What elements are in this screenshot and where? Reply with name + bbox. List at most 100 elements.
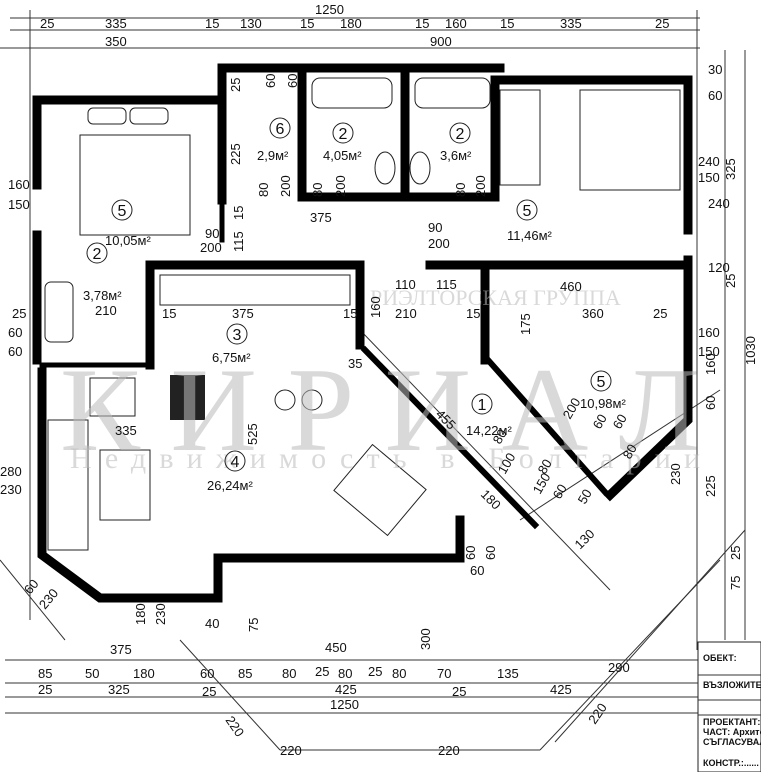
dimension-right: 120 — [708, 260, 730, 275]
dimension-interior: 80 — [256, 183, 271, 197]
dimension-interior: 335 — [115, 423, 137, 438]
dimension-interior: 375 — [310, 210, 332, 225]
dimension-bottom: 25 — [368, 664, 382, 679]
dimension-interior: 225 — [228, 143, 243, 165]
dimension-interior: 210 — [395, 306, 417, 321]
dimension-bottom: 25 — [452, 684, 466, 699]
dimension-left: 280 — [0, 464, 22, 479]
dimension-interior: 80 — [310, 183, 325, 197]
dimension-top: 335 — [560, 16, 582, 31]
dimension-top: 15 — [205, 16, 219, 31]
room-area: 10,98м² — [580, 396, 626, 411]
dimension-left: 60 — [8, 344, 22, 359]
dimension-bottom: 220 — [223, 713, 248, 739]
room-area: 6,75м² — [212, 350, 251, 365]
dimension-right: 240 — [708, 196, 730, 211]
dimension-interior: 25 — [653, 306, 667, 321]
dimension-bottom: 40 — [205, 616, 219, 631]
dimension-interior: 15 — [231, 206, 246, 220]
room-number: 3 — [233, 327, 242, 344]
dimension-interior: 60 — [285, 74, 300, 88]
assignor-label: ВЪЗЛОЖИТЕ — [703, 680, 761, 690]
dimension-bottom: 25 — [315, 664, 329, 679]
dimension-interior: 60 — [550, 481, 570, 501]
dimension-interior: 160 — [368, 296, 383, 318]
dimension-interior: 115 — [231, 231, 246, 252]
dimension-bottom: 180 — [133, 603, 148, 625]
dimension-right: 30 — [708, 62, 722, 77]
room-number-circle — [226, 323, 248, 345]
room-number-circle — [590, 370, 612, 392]
dimension-interior: 115 — [436, 277, 457, 292]
room-area: 2,9м² — [257, 148, 289, 163]
dimension-interior: 200 — [278, 175, 293, 197]
room-area: 3,78м² — [83, 288, 122, 303]
dimension-interior: 60 — [463, 546, 478, 560]
designer-label: ПРОЕКТАНТ: — [703, 717, 760, 727]
dimension-right: 240 — [698, 154, 720, 169]
dimension-left: 230 — [0, 482, 22, 497]
title-block: ОБЕКТ: ВЪЗЛОЖИТЕ ПРОЕКТАНТ: ЧАСТ: Архитe… — [697, 641, 761, 772]
dimension-top: 335 — [105, 16, 127, 31]
dimension-interior: 175 — [518, 313, 533, 335]
dimension-interior: 50 — [575, 486, 595, 506]
dimension-left: 60 — [21, 576, 42, 597]
dimension-left: 25 — [12, 306, 26, 321]
dimension-top: 1250 — [315, 2, 344, 17]
dimension-top: 180 — [340, 16, 362, 31]
dimension-right: 60 — [708, 88, 722, 103]
dimension-right: 150 — [698, 344, 720, 359]
part-label: ЧАСТ: Архитe — [703, 727, 761, 737]
dimension-interior: 525 — [245, 423, 260, 445]
room-labels: 510,05м²62,9м²24,05м²23,6м²511,46м²23,78… — [83, 117, 626, 493]
dimension-right: 325 — [723, 158, 738, 180]
room-number-circle — [86, 242, 108, 264]
dimension-interior: 210 — [95, 303, 117, 318]
svg-text:РИЭЛТОРСКАЯ ГРУППА: РИЭЛТОРСКАЯ ГРУППА — [370, 285, 621, 310]
dimension-right: 75 — [728, 576, 743, 590]
room-area: 10,05м² — [105, 233, 151, 248]
dimension-interior: 15 — [343, 306, 357, 321]
dimension-interior: 15 — [466, 306, 480, 321]
dimension-right: 160 — [703, 353, 718, 375]
dimension-interior: 80 — [490, 426, 510, 446]
dimension-top: 160 — [445, 16, 467, 31]
room-number-circle — [471, 393, 493, 415]
dimension-interior: 90 — [428, 220, 442, 235]
walls — [32, 63, 693, 603]
dimension-bottom: 180 — [133, 666, 155, 681]
room-number-circle — [449, 122, 471, 144]
dimension-interior: 60 — [483, 546, 498, 560]
dimension-bottom: 425 — [550, 682, 572, 697]
dimension-right: 230 — [668, 463, 683, 485]
room-number: 1 — [478, 397, 487, 414]
dimension-top: 900 — [430, 34, 452, 49]
dimension-interior: 15 — [162, 306, 176, 321]
dimension-bottom: 85 — [38, 666, 52, 681]
dimension-bottom: 135 — [497, 666, 519, 681]
dimension-right: 25 — [728, 546, 743, 560]
room-number: 2 — [339, 126, 348, 143]
dimension-right: 25 — [723, 274, 738, 288]
dimension-interior: 200 — [333, 175, 348, 197]
dimension-interior: 80 — [535, 456, 555, 476]
dimension-bottom: 300 — [418, 628, 433, 650]
dimension-right: 1030 — [743, 336, 758, 365]
dimension-interior: 200 — [473, 175, 488, 197]
room-number-circle — [332, 122, 354, 144]
room-area: 4,05м² — [323, 148, 362, 163]
dimension-interior: 35 — [348, 356, 362, 371]
dimension-top: 130 — [240, 16, 262, 31]
dimension-interior: 60 — [610, 411, 630, 431]
dimension-interior: 110 — [395, 277, 416, 292]
dimension-bottom: 25 — [38, 682, 52, 697]
agreed-label: СЪГЛАСУВАЛ — [703, 737, 761, 747]
dimension-interior: 360 — [582, 306, 604, 321]
dimension-bottom: 70 — [437, 666, 451, 681]
dimension-bottom: 1250 — [330, 697, 359, 712]
dimension-interior: 200 — [200, 240, 222, 255]
dimension-top: 15 — [300, 16, 314, 31]
room-number: 5 — [523, 203, 532, 220]
dimension-bottom: 80 — [392, 666, 406, 681]
